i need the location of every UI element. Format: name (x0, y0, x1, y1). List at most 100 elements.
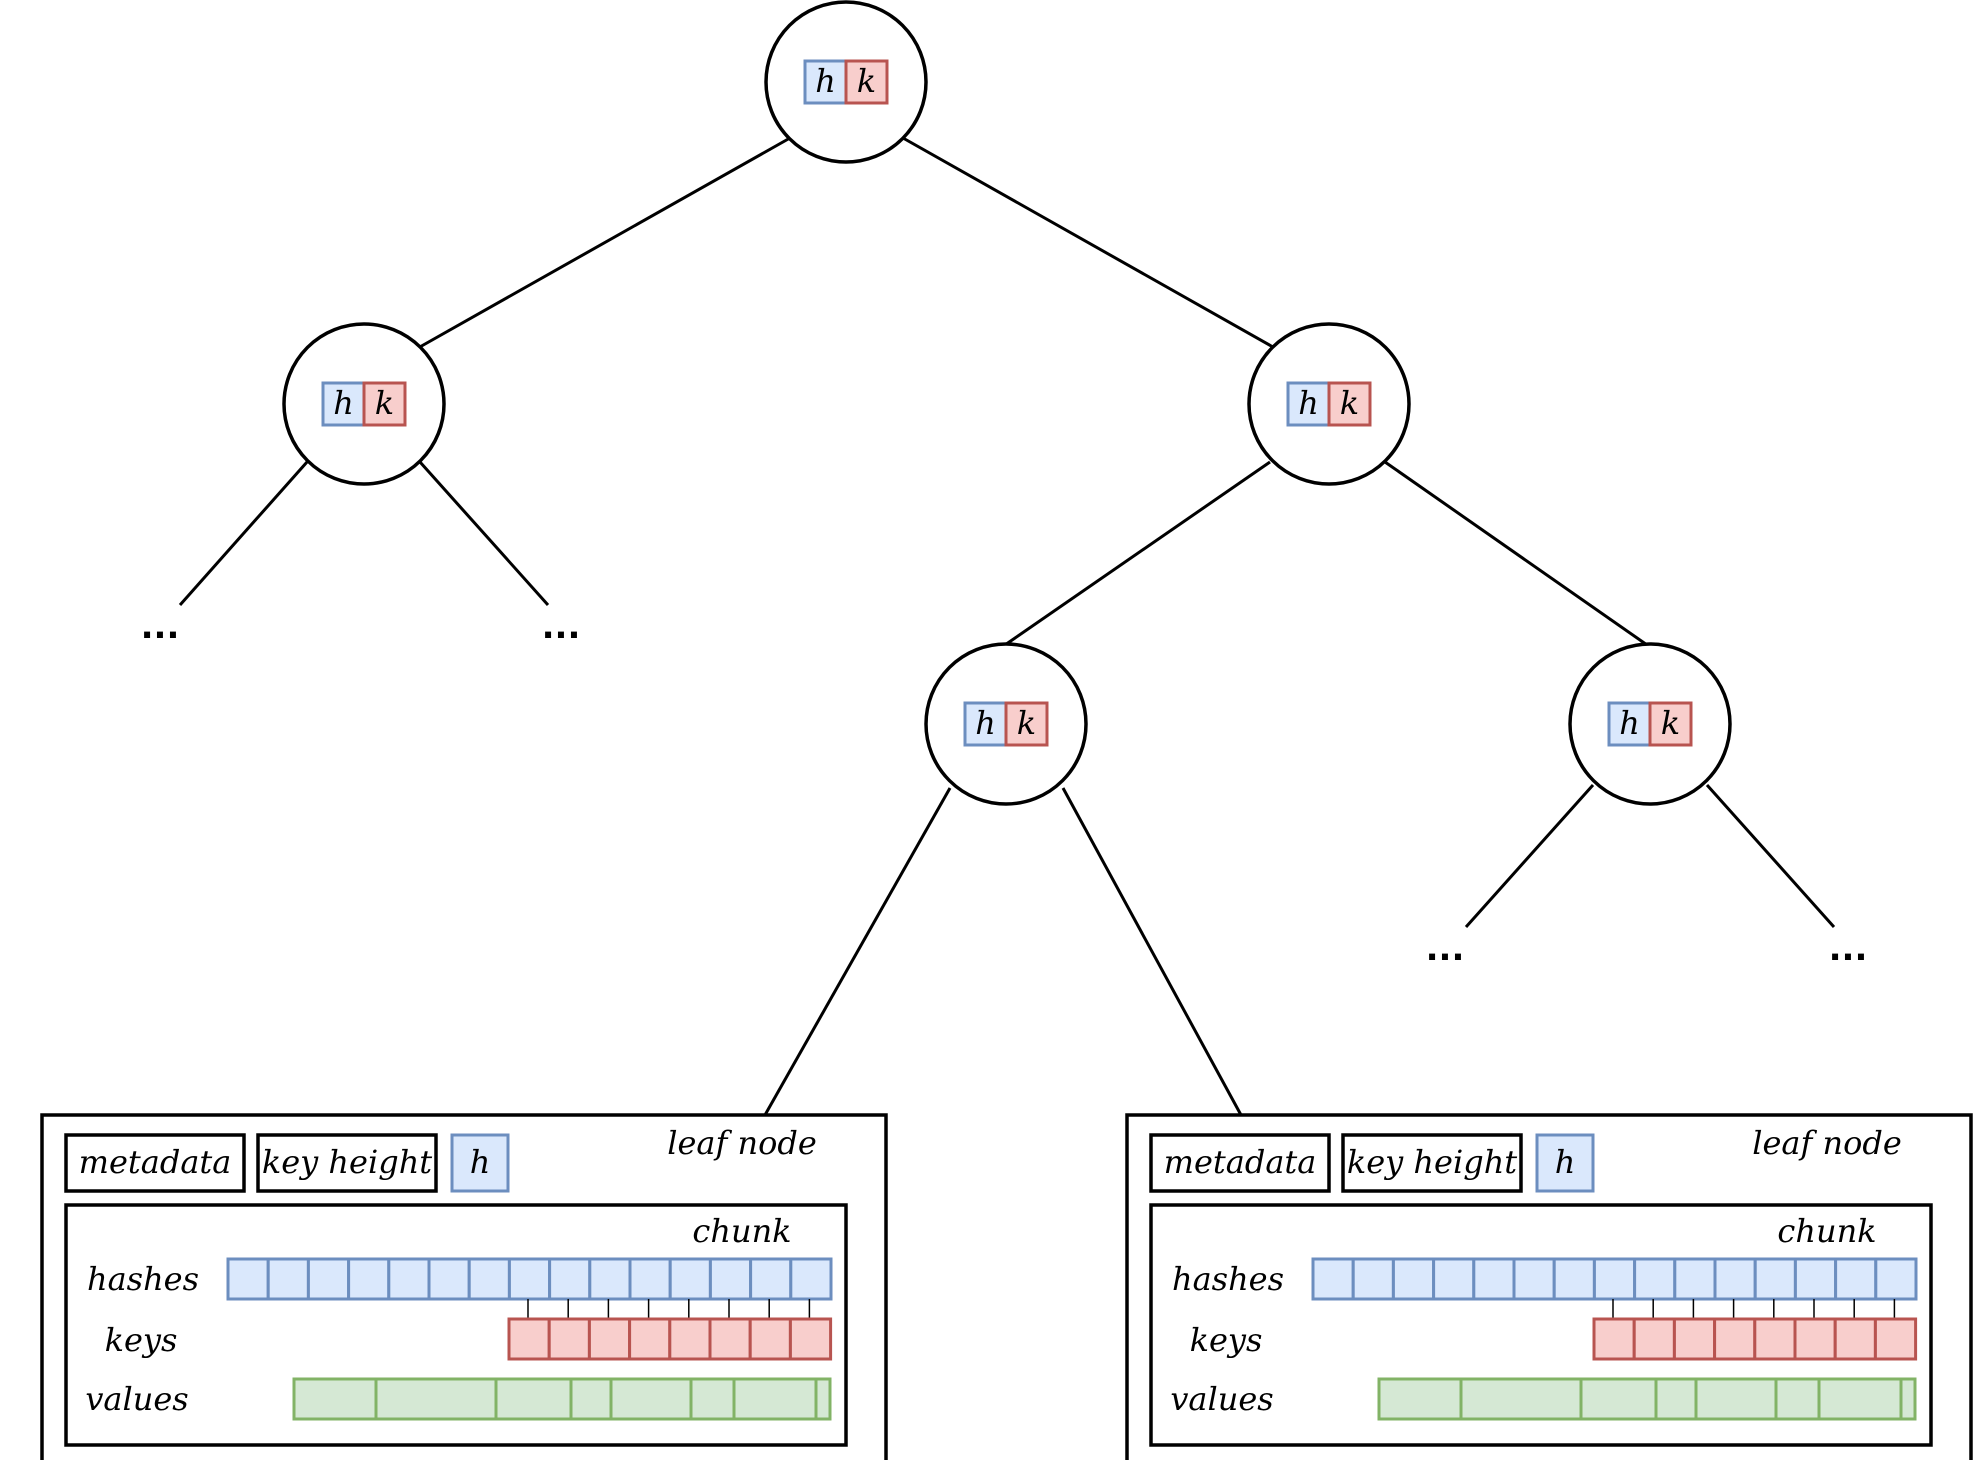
values-label: values (1170, 1380, 1273, 1418)
key-height-box (1341, 1133, 1523, 1193)
hash-cell (1673, 1257, 1717, 1301)
key-label: k (857, 62, 876, 100)
hashes-row (1311, 1257, 1918, 1301)
key-cell (748, 1317, 792, 1361)
ellipsis-right-1: ... (1426, 929, 1465, 969)
hashes-label: hashes (1172, 1260, 1284, 1298)
key-cell (547, 1317, 591, 1361)
key-cell (1004, 701, 1049, 747)
leaf-hash-box (1535, 1133, 1595, 1193)
internal-node-rightmost: h k (1568, 642, 1732, 806)
key-label: k (375, 384, 394, 422)
hash-cell (963, 701, 1008, 747)
internal-node-left: h k (282, 322, 446, 486)
value-cell (1817, 1377, 1903, 1421)
internal-node-right: h k (1247, 322, 1411, 486)
hash-label: h (1298, 384, 1319, 422)
key-label: k (1017, 704, 1036, 742)
hash-cell (1793, 1257, 1838, 1301)
hashes-label: hashes (87, 1260, 199, 1298)
hash-cell (1552, 1257, 1596, 1301)
key-cell (628, 1317, 672, 1361)
ellipsis-right-2: ... (1829, 929, 1868, 969)
hash-cell (1592, 1257, 1637, 1301)
value-cell (1579, 1377, 1658, 1421)
hash-cell (1286, 381, 1331, 427)
leaf-hash-label: h (470, 1143, 491, 1181)
hash-cell (789, 1257, 833, 1301)
hash-cell (1874, 1257, 1918, 1301)
key-cell (668, 1317, 712, 1361)
keys-label: keys (1190, 1321, 1263, 1359)
hash-cell (588, 1257, 632, 1301)
leaf-node-right: leaf node metadata key height h chunk ha… (1125, 1113, 1973, 1460)
key-cell (1753, 1317, 1797, 1361)
hash-cell (1607, 701, 1652, 747)
hash-cell (1633, 1257, 1677, 1301)
metadata-box (64, 1133, 246, 1193)
values-row (292, 1377, 832, 1421)
hash-label: h (815, 62, 836, 100)
hash-cell (507, 1257, 552, 1301)
keys-row (1592, 1317, 1918, 1361)
edge-right-mid (1001, 460, 1271, 649)
ellipsis-left-1: ... (141, 607, 180, 647)
ellipsis-left-2: ... (542, 607, 581, 647)
key-height-label: key height (1347, 1143, 1517, 1181)
key-cell (1873, 1317, 1918, 1361)
edge-mid-leaf1 (763, 787, 952, 1116)
key-cell (1327, 381, 1372, 427)
hash-cell (1713, 1257, 1757, 1301)
hash-cell (1432, 1257, 1476, 1301)
hash-cell (467, 1257, 511, 1301)
hash-cell (347, 1257, 391, 1301)
key-cell (708, 1317, 752, 1361)
edge-rightnode-ellipsis2 (1705, 784, 1836, 928)
keys-label: keys (105, 1321, 178, 1359)
key-cell (1632, 1317, 1676, 1361)
values-row (1377, 1377, 1917, 1421)
chunk: chunk hashes keys values (64, 1203, 848, 1447)
keys-row (507, 1317, 833, 1361)
key-label: k (1661, 704, 1680, 742)
value-cell (1654, 1377, 1698, 1421)
hash-key-connectors (1612, 1299, 1896, 1319)
chunk-title: chunk (1777, 1212, 1876, 1250)
hash-cell (266, 1257, 310, 1301)
hash-cell (749, 1257, 793, 1301)
hash-cell (1753, 1257, 1797, 1301)
leaf-node-left: leaf node metadata key height h chunk ha… (40, 1113, 888, 1460)
value-cell (1899, 1377, 1917, 1421)
hash-cell (708, 1257, 753, 1301)
key-cell (1793, 1317, 1837, 1361)
hash-cell (628, 1257, 672, 1301)
key-label: k (1340, 384, 1359, 422)
leaf-title: leaf node (1752, 1124, 1902, 1162)
leaf-hash-box (450, 1133, 510, 1193)
hashes-row (226, 1257, 833, 1301)
key-cell (587, 1317, 632, 1361)
edge-left-ellipsis1 (178, 461, 309, 606)
hash-cell (226, 1257, 270, 1301)
chunk: chunk hashes keys values (1149, 1203, 1933, 1447)
value-cell (814, 1377, 832, 1421)
hash-cell (1391, 1257, 1436, 1301)
metadata-label: metadata (79, 1143, 232, 1181)
key-cell (1592, 1317, 1636, 1361)
key-cell (362, 381, 407, 427)
key-cell (1672, 1317, 1717, 1361)
value-cell (1694, 1377, 1778, 1421)
value-cell (1459, 1377, 1583, 1421)
key-cell (507, 1317, 551, 1361)
hash-cell (668, 1257, 712, 1301)
value-cell (732, 1377, 818, 1421)
hash-label: h (1619, 704, 1640, 742)
metadata-label: metadata (1164, 1143, 1317, 1181)
hash-cell (548, 1257, 592, 1301)
key-cell (1833, 1317, 1877, 1361)
metadata-box (1149, 1133, 1331, 1193)
value-cell (494, 1377, 573, 1421)
chunk-title: chunk (692, 1212, 791, 1250)
value-cell (292, 1377, 378, 1421)
